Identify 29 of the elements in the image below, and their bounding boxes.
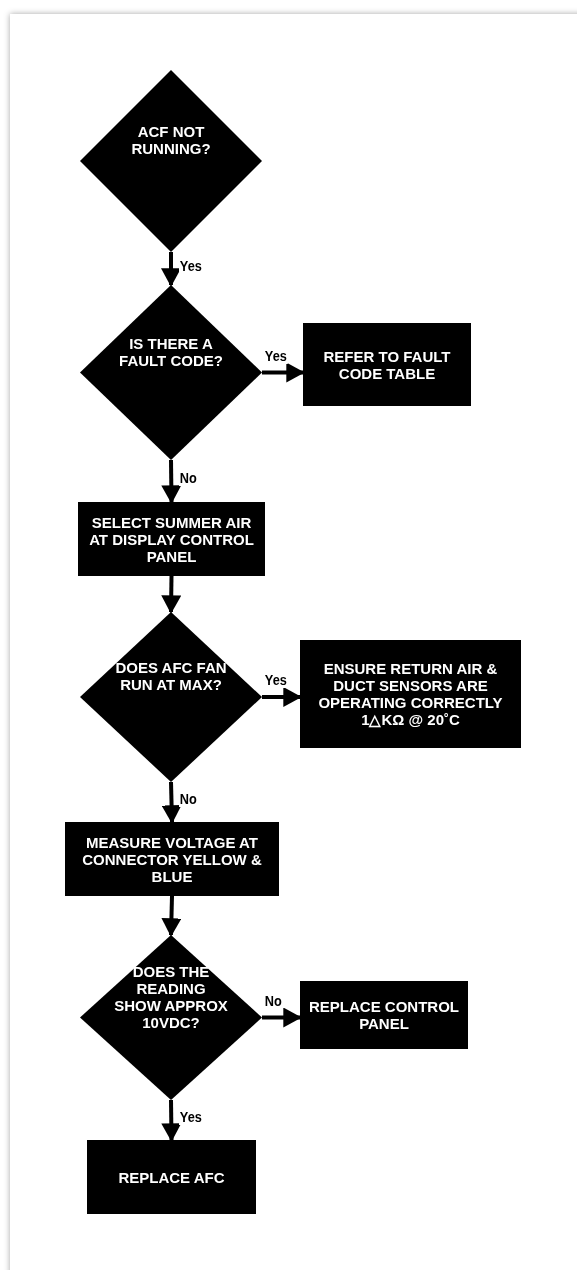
node-text: REPLACE AFC [118, 1168, 225, 1186]
decision-diamond [80, 285, 262, 460]
decision-diamond [80, 935, 262, 1100]
node-text: DOES THE READING SHOW APPROX 10VDC? [114, 962, 228, 1031]
node-text: ENSURE RETURN AIR & DUCT SENSORS ARE OPERATING CORRECTLY 1△KΩ @ 20˚C [317, 660, 504, 728]
arrow [161, 575, 182, 614]
node-text: MEASURE VOLTAGE AT CONNECTOR YELLOW & BLUE [81, 833, 263, 885]
node-text: REPLACE CONTROL PANEL [308, 998, 460, 1032]
process-box [300, 640, 521, 748]
decision-diamond [80, 70, 262, 252]
node-text: IS THERE A FAULT CODE? [118, 334, 224, 369]
arrow [262, 1007, 302, 1028]
process-box [65, 822, 279, 896]
arrow [161, 252, 181, 287]
process-box [78, 502, 265, 576]
process-box [87, 1140, 256, 1214]
node-text: SELECT SUMMER AIR AT DISPLAY CONTROL PANEL [88, 513, 255, 565]
node-text: DOES AFC FAN RUN AT MAX? [114, 659, 228, 693]
node-text: REFER TO FAULT CODE TABLE [322, 347, 452, 382]
node-text: ACF NOT RUNNING? [130, 123, 212, 157]
arrow [161, 459, 182, 504]
arrow [161, 895, 182, 937]
arrow [161, 1099, 182, 1142]
process-box [300, 981, 468, 1049]
arrow [262, 362, 305, 383]
arrow [161, 781, 182, 824]
arrow [262, 687, 302, 707]
decision-diamond [80, 612, 262, 782]
process-box [303, 323, 471, 406]
